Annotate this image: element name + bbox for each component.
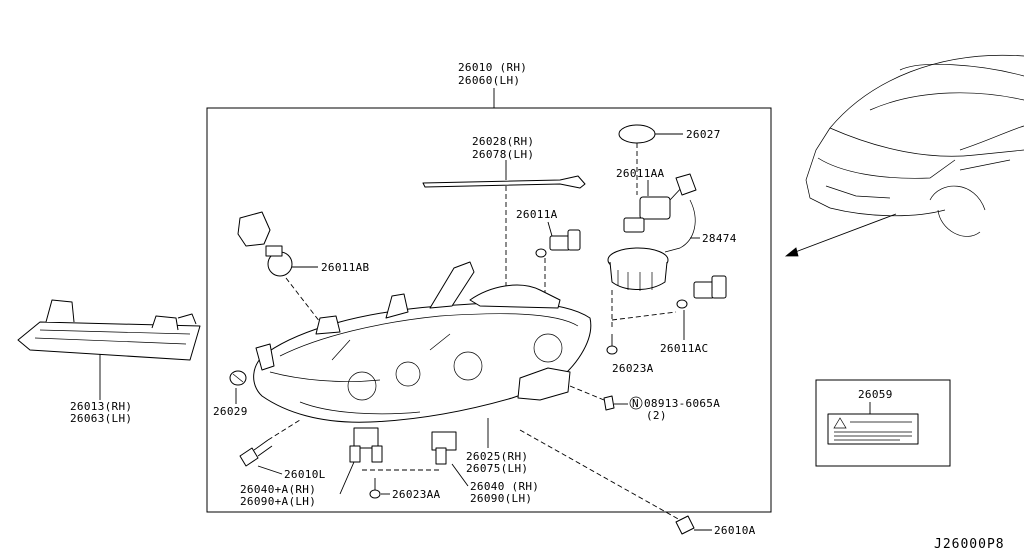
socket-26029-part (229, 370, 247, 386)
nut-part (603, 395, 615, 411)
bulb-26011ac-part (676, 275, 727, 309)
label-nut-qty: (2) (646, 409, 667, 422)
bulb-26011ab-part (237, 211, 293, 277)
label-26075-lh: 26075(LH) (466, 462, 528, 475)
caution-sticker (827, 413, 919, 445)
label-26090-lh: 26090(LH) (470, 492, 532, 505)
label-26011ab: 26011AB (321, 261, 370, 274)
trim-strip-part (422, 160, 586, 305)
label-26027: 26027 (686, 128, 721, 141)
screw-26023aa-part (369, 478, 381, 499)
label-26028-rh: 26028(RH) (472, 135, 534, 148)
label-26078-lh: 26078(LH) (472, 148, 534, 161)
label-26025-rh: 26025(RH) (466, 450, 528, 463)
label-26010l: 26010L (284, 468, 326, 481)
screw-26023a-part (606, 334, 618, 355)
label-26029: 26029 (213, 405, 248, 418)
label-26011a: 26011A (516, 208, 558, 221)
vehicle-pointer-arrow (789, 213, 897, 255)
label-26040a-rh: 26040+A(RH) (240, 483, 316, 496)
label-26040-rh: 26040 (RH) (470, 480, 539, 493)
seal-ring-part (618, 124, 656, 144)
label-26011aa: 26011AA (616, 167, 665, 180)
label-26023a: 26023A (612, 362, 654, 375)
bracket-right-part (431, 431, 457, 465)
headlamp-housing-part (253, 261, 592, 423)
label-26010-rh: 26010 (RH) (458, 61, 527, 74)
nut-symbol-circle (629, 396, 643, 410)
bulb-cap-part (607, 247, 669, 291)
label-26063-lh: 26063(LH) (70, 412, 132, 425)
vehicle-pointer-arrowhead (784, 247, 799, 257)
hid-bulb-part (623, 173, 697, 253)
bolt-26010l-part (239, 439, 273, 467)
label-08913-6065a: 08913-6065A (644, 397, 720, 410)
label-26010a: 26010A (714, 524, 756, 537)
bulb-26011a-part (535, 229, 581, 258)
nut-symbol: N (632, 397, 639, 410)
vehicle-illustration (805, 54, 1024, 237)
label-26090a-lh: 26090+A(LH) (240, 495, 316, 508)
label-28474: 28474 (702, 232, 737, 245)
assembly-frame (206, 107, 772, 513)
label-26011ac: 26011AC (660, 342, 708, 355)
label-26059: 26059 (858, 388, 893, 401)
bracket-left-part (349, 427, 383, 463)
label-26023aa: 26023AA (392, 488, 441, 501)
drawing-code: J26000P8 (934, 537, 1005, 552)
label-26013-rh: 26013(RH) (70, 400, 132, 413)
label-26060-lh: 26060(LH) (458, 74, 520, 87)
side-lamp-part (17, 299, 201, 361)
caution-label-frame (815, 379, 951, 467)
bolt-26010a-part (675, 515, 695, 535)
